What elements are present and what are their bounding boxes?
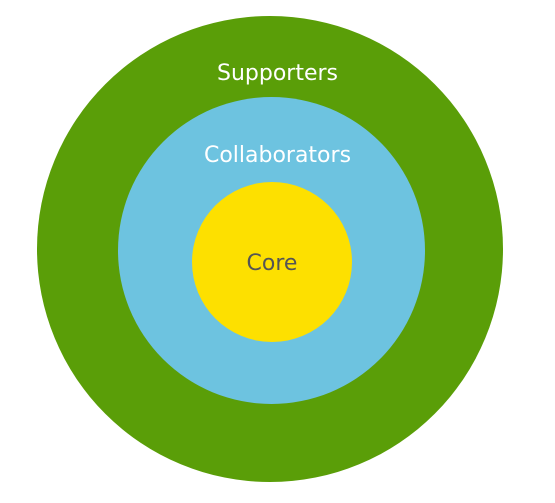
core-label: Core <box>246 251 298 276</box>
core-circle <box>192 182 352 342</box>
supporters-label: Supporters <box>216 61 338 86</box>
collaborators-label: Collaborators <box>203 143 352 168</box>
